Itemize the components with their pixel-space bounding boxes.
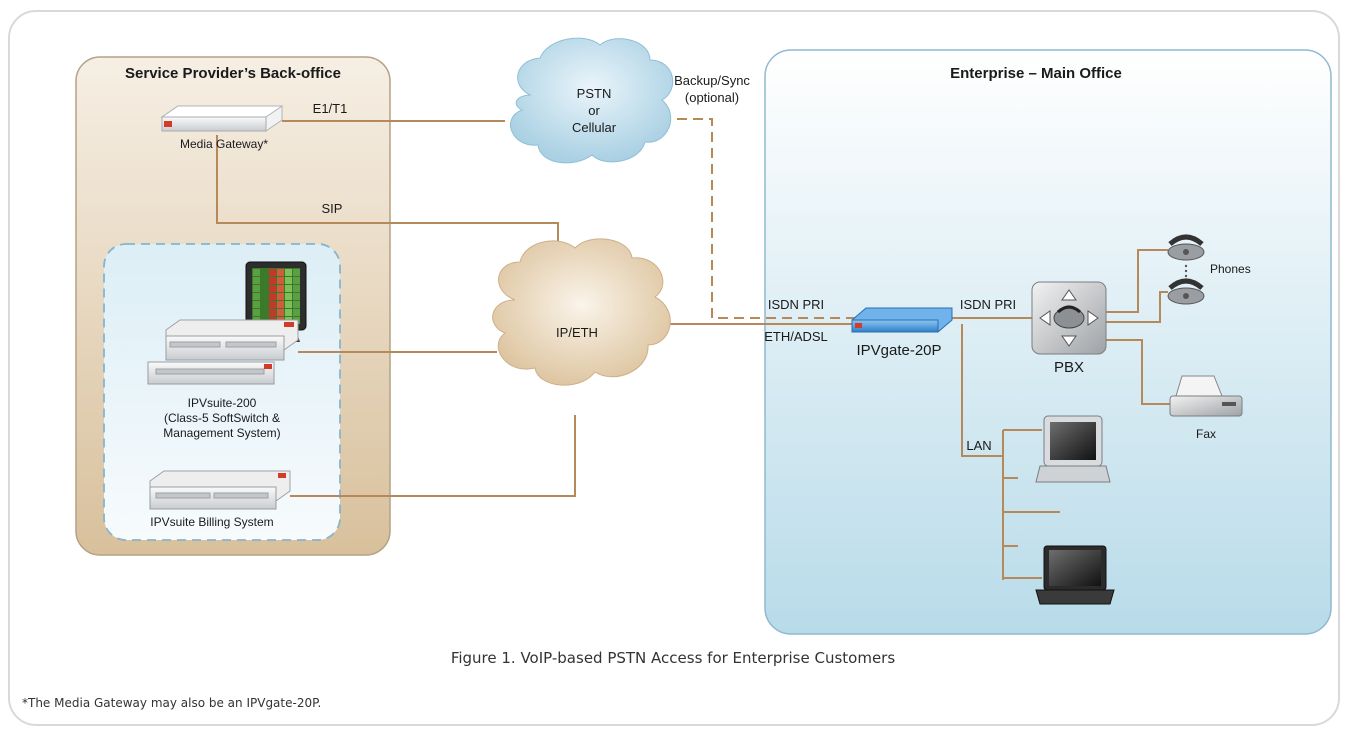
media-gateway-label: Media Gateway* — [180, 137, 268, 151]
billing-link — [290, 415, 576, 497]
ipvsuite200-label-line2: (Class-5 SoftSwitch & — [164, 411, 280, 425]
management-monitor — [245, 261, 307, 342]
fax-device — [1169, 375, 1243, 417]
isdn-pri-left-label: ISDN PRI — [768, 297, 824, 312]
lan-link — [961, 324, 1003, 457]
ipvgate-device — [851, 307, 953, 333]
footnote: *The Media Gateway may also be an IPVgat… — [22, 696, 322, 710]
figure-caption: Figure 1. VoIP-based PSTN Access for Ent… — [450, 649, 896, 667]
e1t1-label: E1/T1 — [313, 101, 348, 116]
phone-dots — [1184, 264, 1188, 278]
ipeth-cloud — [492, 238, 671, 386]
ipeth-label: IP/ETH — [556, 325, 598, 340]
lan-label: LAN — [966, 438, 991, 453]
ipvsuite200-label-line3: Management System) — [163, 426, 280, 440]
pbx-label: PBX — [1054, 359, 1084, 376]
backup-label-line1: Backup/Sync — [674, 73, 750, 88]
back-office-title: Service Provider’s Back-office — [125, 65, 341, 82]
pbx-fax-link — [1105, 339, 1170, 405]
pstn-label-line2: or — [588, 103, 600, 118]
desktop-computer — [1035, 415, 1111, 483]
phone-2 — [1167, 278, 1205, 305]
phone-1 — [1167, 234, 1205, 261]
laptop-computer — [1035, 545, 1115, 605]
sip-label: SIP — [322, 201, 343, 216]
pbx-phone-link-1 — [1105, 249, 1168, 313]
pstn-label-line3: Cellular — [572, 120, 617, 135]
pstn-label-line1: PSTN — [577, 86, 612, 101]
media-gateway-device — [160, 105, 284, 132]
fax-label: Fax — [1196, 427, 1216, 441]
pbx-phone-link-2 — [1105, 291, 1168, 323]
main-office-title: Enterprise – Main Office — [950, 65, 1122, 82]
backup-label-line2: (optional) — [685, 90, 739, 105]
eth-adsl-label: ETH/ADSL — [764, 329, 828, 344]
pbx-device — [1031, 281, 1107, 355]
phones-label: Phones — [1210, 262, 1251, 276]
ipvsuite200-label-line1: IPVsuite-200 — [188, 396, 257, 410]
backup-sync-link — [661, 118, 860, 319]
ipvgate-label: IPVgate-20P — [856, 342, 941, 359]
isdn-pri-right-label: ISDN PRI — [960, 297, 1016, 312]
billing-server — [149, 470, 291, 510]
ipvsuite200-servers — [147, 319, 299, 385]
billing-label: IPVsuite Billing System — [150, 515, 273, 529]
pstn-cloud — [510, 37, 674, 164]
